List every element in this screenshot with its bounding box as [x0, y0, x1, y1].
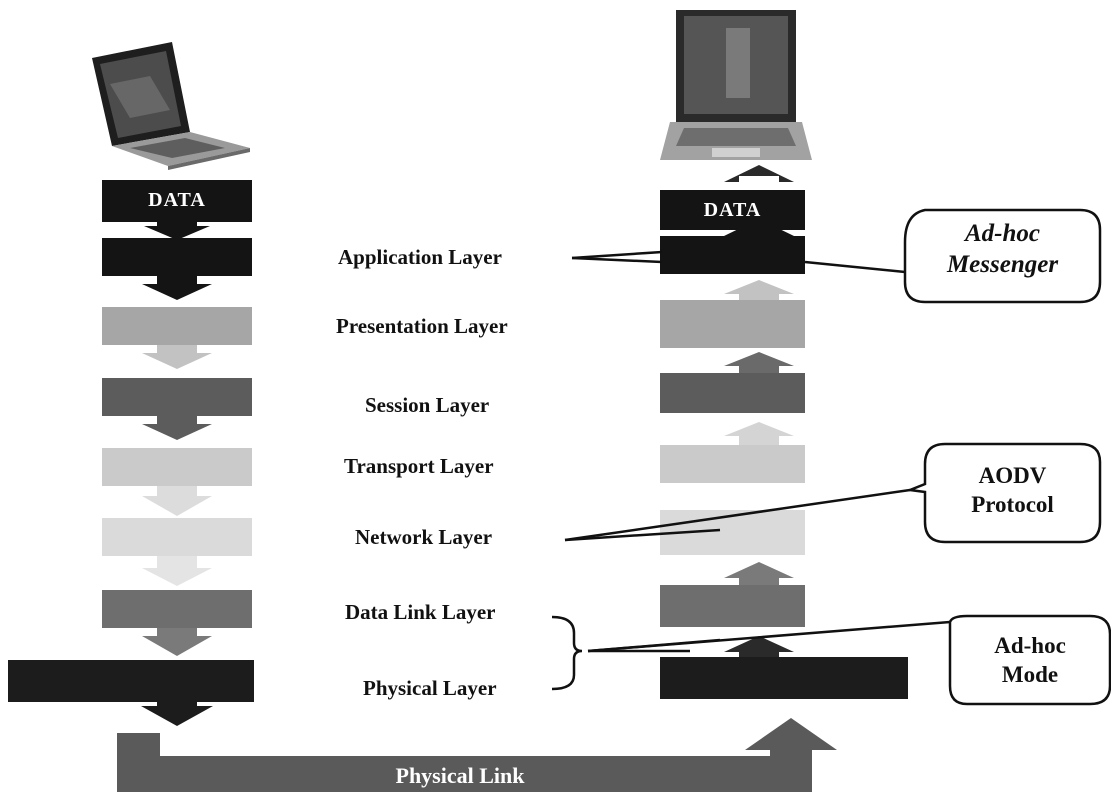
layer-label-application: Application Layer — [338, 245, 502, 269]
layer-label-session: Session Layer — [365, 393, 490, 417]
sender-data-label: DATA — [148, 189, 206, 211]
callout-application-shape — [903, 208, 1102, 304]
callout-application: Ad-hoc Messenger — [905, 218, 1100, 281]
layer-label-network: Network Layer — [355, 525, 493, 549]
callout-network-shape — [905, 442, 1102, 544]
receiver-laptop-icon — [660, 10, 812, 160]
layer-label-physical: Physical Layer — [363, 676, 497, 700]
sender-stack — [8, 180, 254, 726]
physical-link — [117, 718, 837, 792]
callout-bubbles — [903, 208, 1111, 706]
layer-label-data-link: Data Link Layer — [345, 600, 496, 624]
sender-data-block — [102, 180, 252, 222]
layer-label-transport: Transport Layer — [344, 454, 494, 478]
sender-laptop-icon — [92, 42, 250, 170]
callout-mode-shape — [948, 614, 1111, 706]
callout-mode-line2: Mode — [1001, 661, 1059, 687]
callout-network: AODV Protocol — [925, 462, 1100, 520]
callout-network-line2: Protocol — [971, 491, 1054, 517]
receiver-data-label: DATA — [703, 199, 762, 221]
physical-link-label: Physical Link — [395, 763, 525, 788]
receiver-data-block — [660, 190, 805, 230]
layer-label-presentation: Presentation Layer — [336, 314, 508, 338]
callout-application-line1: Ad-hoc — [965, 220, 1040, 247]
callout-application-line2: Messenger — [946, 251, 1059, 279]
callout-mode-line1: Ad-hoc — [994, 633, 1066, 658]
connector-lines — [551, 250, 951, 691]
callout-mode: Ad-hoc Mode — [950, 632, 1110, 690]
receiver-stack — [660, 165, 908, 699]
callout-network-line1: AODV — [978, 463, 1047, 488]
